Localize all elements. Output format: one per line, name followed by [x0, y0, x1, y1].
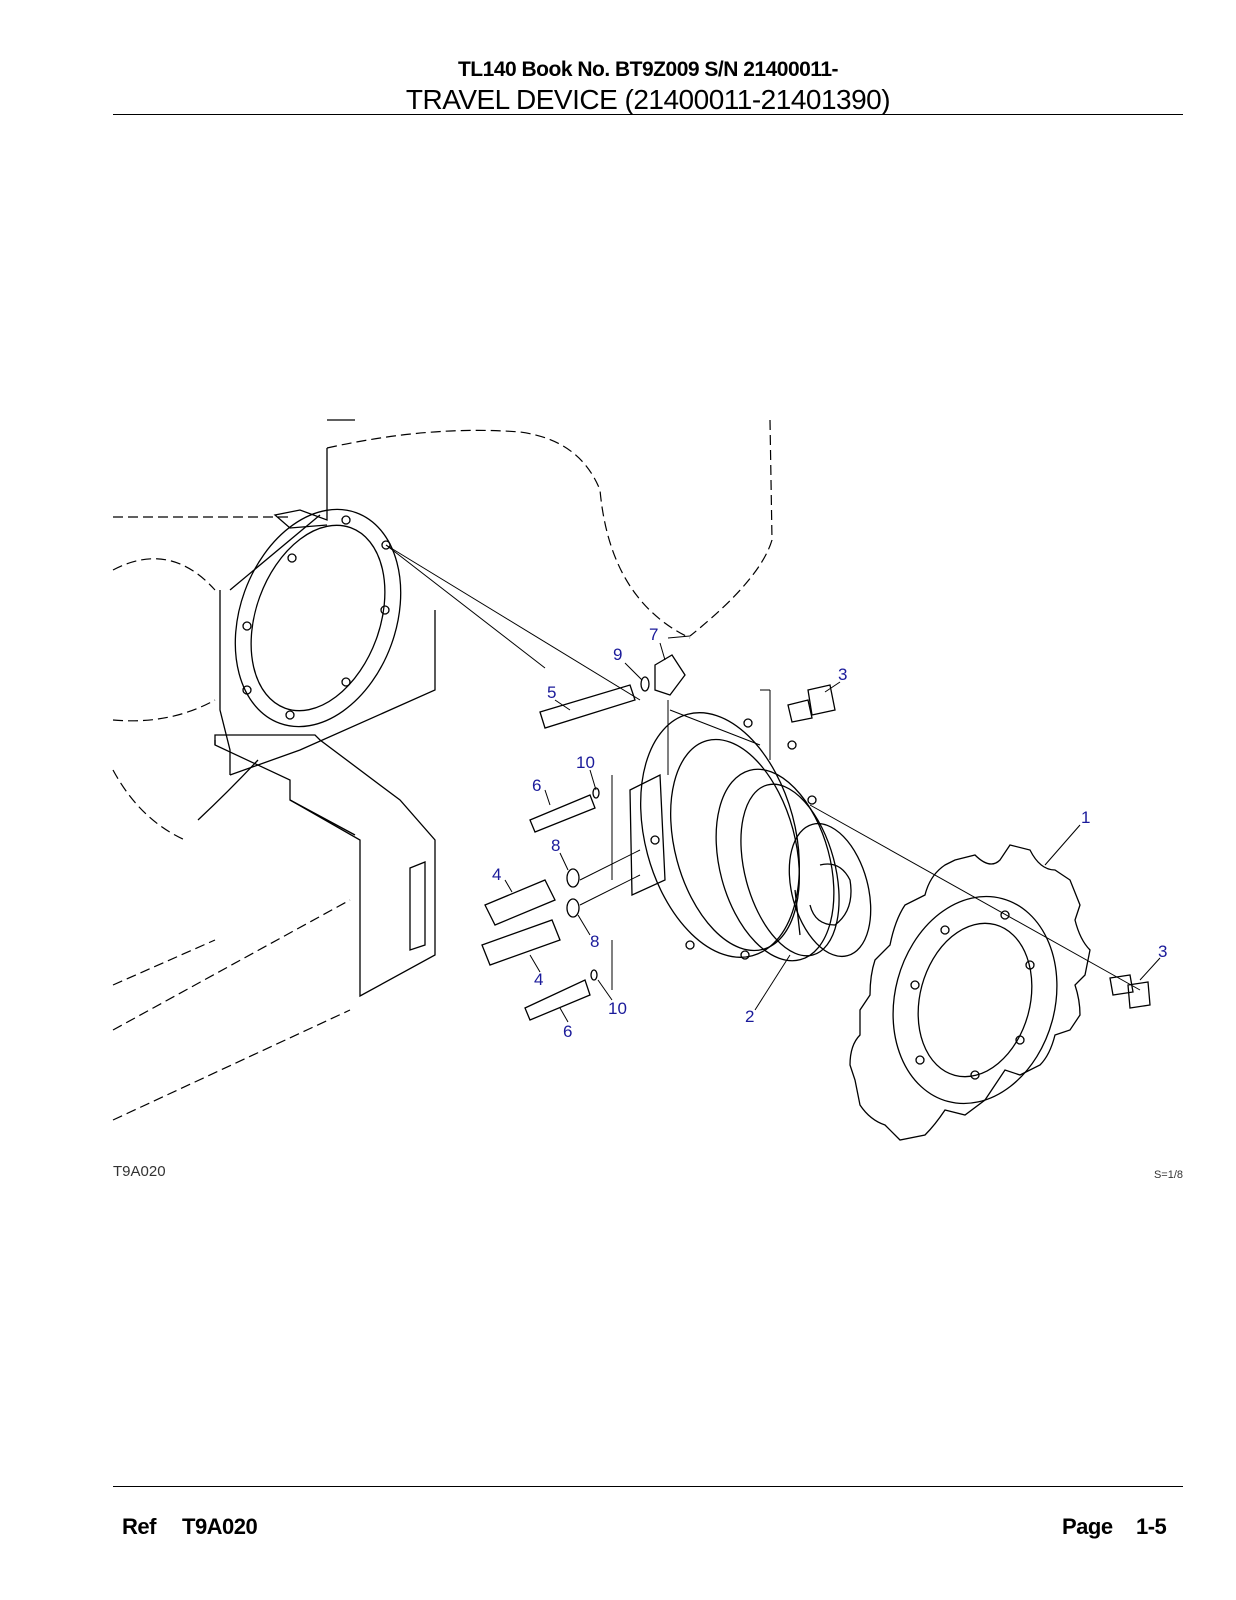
callout-6-upper: 6 — [532, 776, 541, 795]
callout-3-lower: 3 — [1158, 942, 1167, 961]
section-title: TRAVEL DEVICE (21400011-21401390) — [405, 84, 891, 115]
footer-ref-label: Ref — [122, 1514, 156, 1539]
track-frame-outline — [112, 419, 773, 1121]
callout-2: 2 — [745, 1007, 754, 1026]
footer-page-label: Page — [1062, 1514, 1113, 1539]
figure-id: T9A020 — [113, 1163, 166, 1180]
footer-ref-value: T9A020 — [182, 1514, 258, 1539]
scale-note: S=1/8 — [1154, 1169, 1183, 1181]
sprocket — [849, 844, 1091, 1141]
callout-4-upper: 4 — [492, 865, 501, 884]
fittings — [481, 654, 686, 1021]
bolt-lower — [1109, 974, 1151, 1009]
callout-labels: 1 2 3 3 4 4 5 6 6 7 8 8 9 10 10 — [492, 625, 1167, 1041]
callout-10-upper: 10 — [576, 753, 595, 772]
travel-motor — [629, 712, 872, 962]
callout-5: 5 — [547, 683, 556, 702]
footer-page-value: 1-5 — [1136, 1514, 1167, 1539]
callout-leaders — [504, 642, 1161, 1023]
footer-rule — [113, 1486, 1183, 1487]
callout-1: 1 — [1081, 808, 1090, 827]
header-rule — [113, 114, 1183, 115]
callout-8-lower: 8 — [590, 932, 599, 951]
callout-7: 7 — [649, 625, 658, 644]
frame-mount-flange — [219, 419, 436, 776]
header-title: TL140 Book No. BT9Z009 S/N 21400011- — [457, 58, 839, 81]
callout-3-upper: 3 — [838, 665, 847, 684]
callout-6-lower: 6 — [563, 1022, 572, 1041]
callout-9: 9 — [613, 645, 622, 664]
callout-10-lower: 10 — [608, 999, 627, 1018]
bolt-upper — [787, 684, 836, 723]
callout-4-lower: 4 — [534, 970, 543, 989]
callout-8-upper: 8 — [551, 836, 560, 855]
frame-beam — [197, 734, 436, 998]
